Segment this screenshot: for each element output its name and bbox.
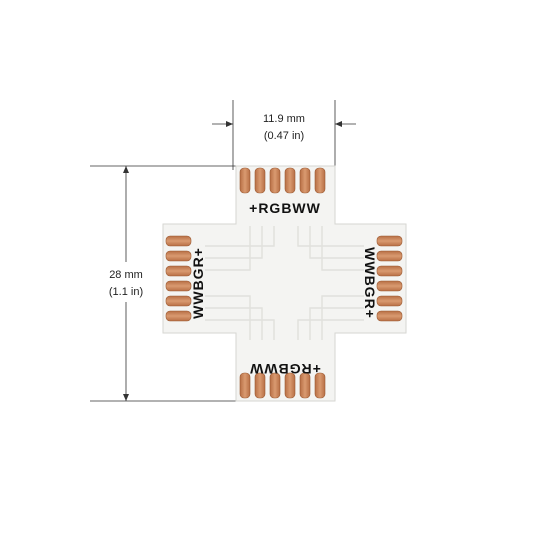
trace-br-3	[297, 319, 364, 340]
left-pads	[165, 235, 192, 322]
trace-tl-1	[205, 226, 251, 271]
trace-tr-2	[309, 226, 364, 259]
height-dimension: 28 mm (1.1 in)	[90, 165, 236, 402]
right-pad	[376, 295, 403, 307]
trace-tl-3	[205, 226, 275, 247]
trace-br-1	[321, 295, 364, 340]
top-pads	[239, 167, 326, 194]
bottom-pads	[239, 372, 326, 399]
top-pin-label: +RGBWW	[249, 200, 321, 216]
bottom-pad	[269, 372, 281, 399]
width-mm-label: 11.9 mm	[263, 113, 305, 125]
right-pad	[376, 265, 403, 277]
top-pad	[299, 167, 311, 194]
width-arrowhead-left	[226, 121, 233, 127]
top-pad	[254, 167, 266, 194]
pcb-board: +RGBWW +RGBWW WWBGR+ WWBGR+	[162, 165, 407, 402]
right-pad	[376, 310, 403, 322]
trace-bl-1	[205, 295, 251, 340]
right-pads	[376, 235, 403, 322]
left-pad	[165, 235, 192, 247]
right-pad	[376, 250, 403, 262]
bottom-pad	[314, 372, 326, 399]
top-pad	[284, 167, 296, 194]
trace-bl-3	[205, 319, 275, 340]
bottom-pad	[284, 372, 296, 399]
top-pad	[239, 167, 251, 194]
height-arrowhead-top	[123, 166, 129, 173]
board-traces	[205, 226, 364, 340]
left-pad	[165, 265, 192, 277]
left-pad	[165, 295, 192, 307]
trace-bl-2	[205, 307, 263, 340]
trace-br-2	[309, 307, 364, 340]
board-outline	[162, 165, 407, 402]
right-pad	[376, 280, 403, 292]
left-pad	[165, 280, 192, 292]
height-mm-label: 28 mm	[109, 269, 143, 281]
width-in-label: (0.47 in)	[264, 130, 304, 142]
width-arrowhead-right	[335, 121, 342, 127]
top-pad	[314, 167, 326, 194]
left-pad	[165, 310, 192, 322]
top-pad	[269, 167, 281, 194]
width-dimension: 11.9 mm (0.47 in)	[212, 100, 356, 170]
right-pin-label: WWBGR+	[362, 247, 378, 319]
trace-tr-3	[297, 226, 364, 247]
bottom-pad	[254, 372, 266, 399]
trace-tl-2	[205, 226, 263, 259]
height-in-label: (1.1 in)	[109, 286, 143, 298]
left-pin-label: WWBGR+	[190, 247, 206, 319]
left-pad	[165, 250, 192, 262]
trace-tr-1	[321, 226, 364, 271]
height-arrowhead-bottom	[123, 394, 129, 401]
bottom-pad	[299, 372, 311, 399]
bottom-pad	[239, 372, 251, 399]
bottom-pin-label: +RGBWW	[249, 361, 321, 377]
right-pad	[376, 235, 403, 247]
